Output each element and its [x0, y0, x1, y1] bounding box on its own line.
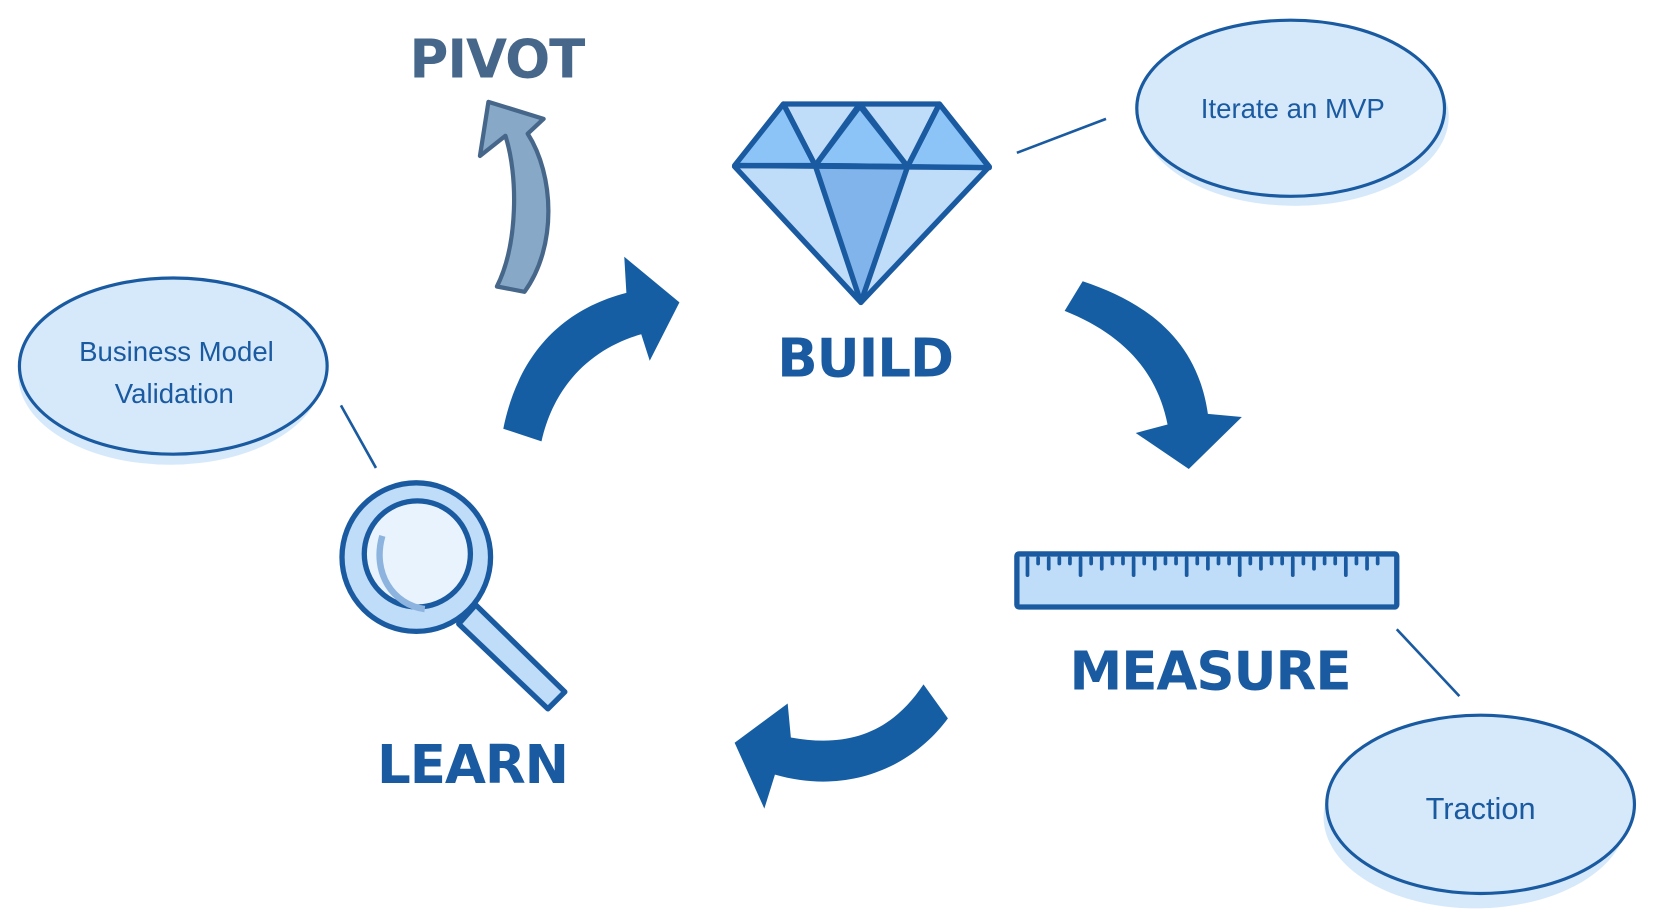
pivot-arrow-icon — [477, 99, 551, 294]
traction-bubble: Traction — [1323, 713, 1637, 909]
arrow-build-to-measure-icon — [1064, 281, 1242, 470]
connector-line — [1395, 628, 1461, 698]
iterate-mvp-text: Iterate an MVP — [1201, 93, 1385, 124]
business-model-text: Business Model — [79, 336, 274, 367]
traction-text: Traction — [1426, 791, 1536, 826]
business-model-bubble: Business Model Validation — [17, 276, 329, 465]
validation-text: Validation — [115, 378, 234, 409]
ruler-icon — [1014, 551, 1400, 610]
arrow-learn-to-build-icon — [503, 256, 680, 442]
arrow-measure-to-learn-icon — [734, 684, 948, 809]
build-label: BUILD — [777, 328, 953, 390]
pivot-label: PIVOT — [410, 28, 586, 90]
magnifier-icon — [339, 480, 568, 712]
diamond-icon — [731, 101, 992, 306]
connector-line — [339, 404, 378, 469]
connector-line — [1016, 117, 1107, 155]
learn-label: LEARN — [377, 734, 568, 796]
measure-label: MEASURE — [1069, 641, 1350, 703]
iterate-mvp-bubble: Iterate an MVP — [1135, 18, 1449, 206]
